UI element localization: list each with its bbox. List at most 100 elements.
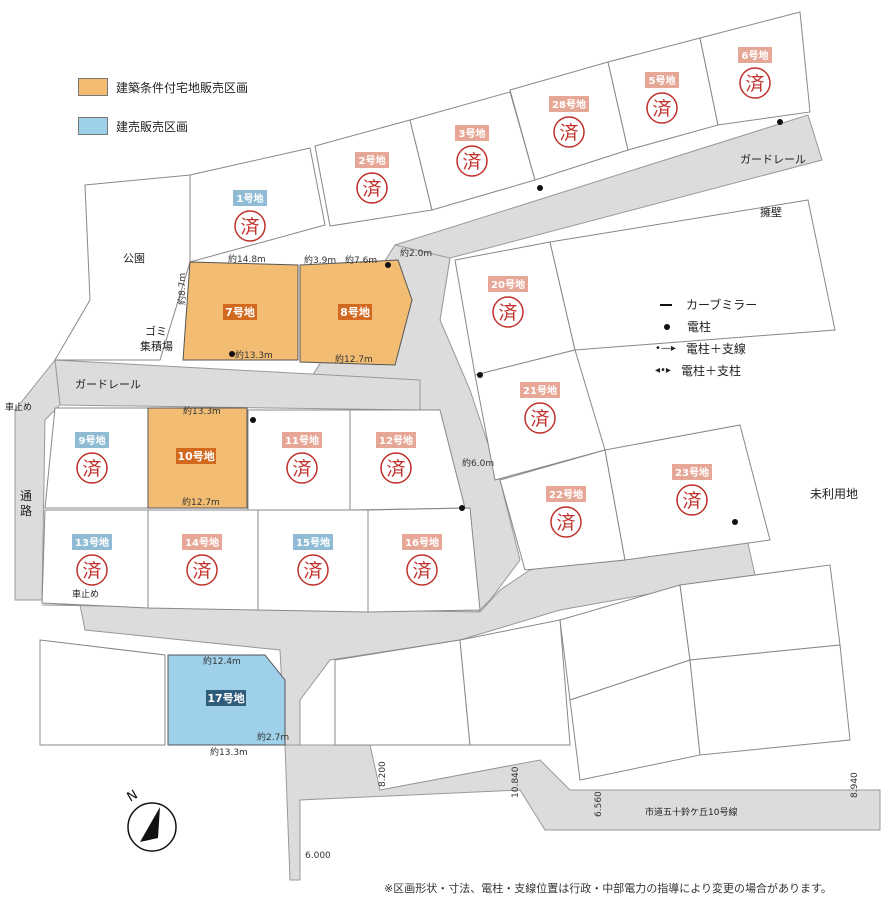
lot-tag bbox=[402, 534, 442, 550]
lot-tag bbox=[738, 47, 772, 63]
dim-label: 約2.7m bbox=[257, 731, 289, 743]
lot-tag bbox=[520, 382, 560, 398]
sold-mark-circle bbox=[186, 554, 218, 586]
dim-label: 約14.8m bbox=[228, 253, 266, 265]
sold-mark-circle bbox=[380, 452, 412, 484]
symbol-pole: 電柱 bbox=[660, 318, 711, 335]
pole-guy-wire-icon: •—▸ bbox=[655, 343, 676, 354]
pole-strut-icon: ◂•▸ bbox=[655, 365, 671, 376]
dim-label: 8.200 bbox=[378, 761, 388, 787]
lot-tag bbox=[233, 190, 267, 206]
lot-number: 11号地 bbox=[285, 434, 319, 447]
guardrail-label-left: ガードレール bbox=[75, 378, 141, 391]
legend-swatch-built bbox=[78, 117, 108, 135]
sold-mark-circle bbox=[76, 452, 108, 484]
lot-8号地: 8号地 bbox=[338, 304, 372, 320]
garbage-label-2: 集積場 bbox=[140, 339, 173, 353]
sold-mark-circle bbox=[286, 452, 318, 484]
utility-pole-icon bbox=[250, 417, 256, 423]
lot-tag bbox=[455, 125, 489, 141]
utility-pole-icon bbox=[732, 519, 738, 525]
lot-number: 28号地 bbox=[552, 98, 586, 111]
sold-mark: 済 bbox=[498, 302, 517, 324]
sold-mark: 済 bbox=[192, 560, 211, 582]
dim-label: 6.000 bbox=[305, 851, 331, 861]
sold-mark: 済 bbox=[303, 560, 322, 582]
dim-label: 約12.7m bbox=[182, 496, 220, 508]
sold-mark: 済 bbox=[556, 512, 575, 534]
lot-7号地: 7号地 bbox=[223, 304, 257, 320]
legend-label: 建築条件付宅地販売区画 bbox=[116, 80, 249, 95]
lot-number: 23号地 bbox=[675, 466, 709, 479]
sold-mark-circle bbox=[406, 554, 438, 586]
lot-tag bbox=[338, 304, 372, 320]
north-arrow: N bbox=[125, 787, 177, 852]
lot-tag bbox=[376, 432, 416, 448]
lot-number: 21号地 bbox=[523, 384, 557, 397]
lot-number: 17号地 bbox=[207, 691, 244, 705]
dim-label: 約12.4m bbox=[203, 655, 241, 667]
north-label: N bbox=[125, 787, 141, 805]
unused-land-label: 未利用地 bbox=[810, 487, 858, 501]
lot-tag bbox=[293, 534, 333, 550]
sold-mark: 済 bbox=[559, 122, 578, 144]
lot-10号地: 10号地 bbox=[176, 448, 216, 464]
sold-mark-circle bbox=[646, 92, 678, 124]
sold-mark: 済 bbox=[530, 408, 549, 430]
poles bbox=[229, 119, 783, 525]
lot-tag bbox=[72, 534, 112, 550]
sold-mark-circle bbox=[550, 506, 582, 538]
dim-label: 10.840 bbox=[511, 766, 521, 798]
dimension-labels: 約14.8m 約3.9m 約7.6m 約2.0m 約8.7m 約13.3m 約1… bbox=[176, 247, 860, 861]
passage-label: 通 bbox=[20, 489, 32, 503]
sold-mark: 済 bbox=[745, 73, 764, 95]
lot-number: 13号地 bbox=[75, 536, 109, 549]
dim-label: 約8.7m bbox=[176, 273, 188, 305]
guardrail-label-right: ガードレール bbox=[740, 153, 806, 166]
lot-tag bbox=[549, 96, 589, 112]
symbol-label: 電柱 bbox=[687, 320, 712, 334]
dim-label: 約13.3m bbox=[183, 405, 221, 417]
lot-number: 16号地 bbox=[405, 536, 439, 549]
legend-swatch-conditional bbox=[78, 78, 108, 96]
city-road-label: 市道五十鈴ケ丘10号線 bbox=[645, 806, 737, 818]
dim-label: 約3.9m bbox=[304, 254, 336, 266]
lot-tag bbox=[355, 152, 389, 168]
sold-mark-circle bbox=[234, 210, 266, 242]
sold-mark-circle bbox=[676, 484, 708, 516]
lot-tag bbox=[182, 534, 222, 550]
sold-mark: 済 bbox=[412, 560, 431, 582]
symbol-pole-guy: •—▸ 電柱＋支線 bbox=[655, 340, 746, 357]
lot-number: 22号地 bbox=[549, 488, 583, 501]
park-label: 公園 bbox=[123, 252, 145, 265]
symbol-label: カーブミラー bbox=[686, 298, 758, 312]
lot-number: 15号地 bbox=[296, 536, 330, 549]
lot-tag bbox=[488, 276, 528, 292]
sold-mark: 済 bbox=[386, 458, 405, 480]
symbol-curve-mirror: カーブミラー bbox=[660, 296, 757, 313]
sold-mark: 済 bbox=[240, 216, 259, 238]
lot-17号地: 17号地 bbox=[206, 690, 246, 706]
curve-mirror-icon bbox=[660, 303, 672, 306]
sold-mark: 済 bbox=[82, 560, 101, 582]
lot-number: 12号地 bbox=[379, 434, 413, 447]
road-south bbox=[284, 744, 881, 881]
lot-number: 5号地 bbox=[649, 74, 676, 87]
dim-label: 8.940 bbox=[850, 772, 860, 798]
lot-tag bbox=[672, 464, 712, 480]
lot-tag bbox=[206, 690, 246, 706]
sold-mark-circle bbox=[356, 172, 388, 204]
utility-pole-icon bbox=[537, 185, 543, 191]
sold-mark: 済 bbox=[292, 458, 311, 480]
retaining-wall-label: 擁壁 bbox=[760, 205, 782, 219]
utility-pole-icon bbox=[459, 505, 465, 511]
